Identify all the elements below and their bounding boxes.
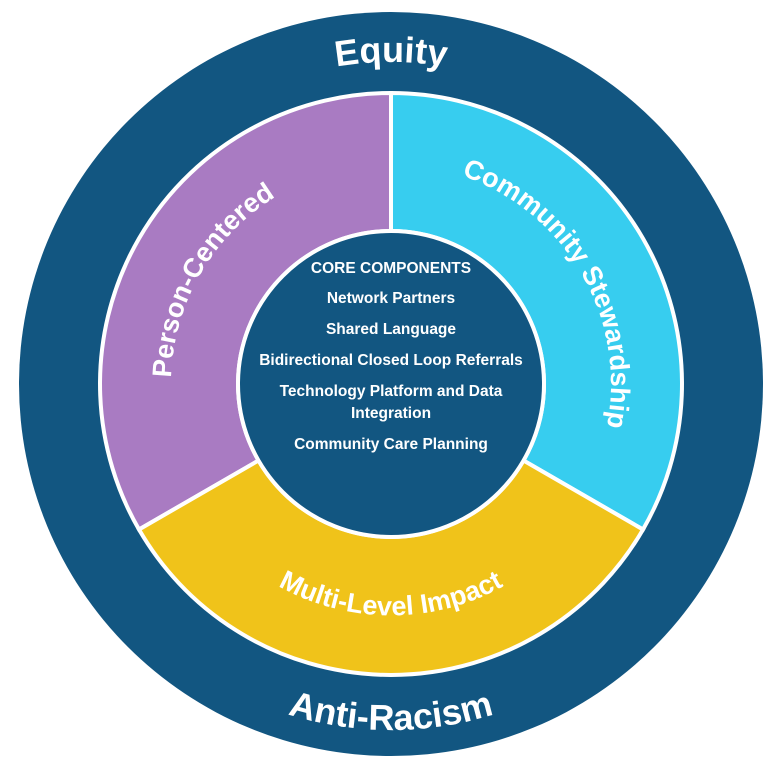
core-item: Technology Platform and Data Integration — [279, 383, 503, 422]
core-item: Bidirectional Closed Loop Referrals — [259, 352, 523, 369]
core-circle — [236, 229, 546, 539]
core-components: CORE COMPONENTS Network Partners Shared … — [238, 258, 544, 465]
equity-label: Equity — [332, 29, 450, 75]
core-item: Community Care Planning — [294, 436, 488, 453]
core-item: Network Partners — [326, 290, 456, 307]
core-title: CORE COMPONENTS — [310, 260, 472, 277]
core-item: Shared Language — [325, 321, 457, 338]
